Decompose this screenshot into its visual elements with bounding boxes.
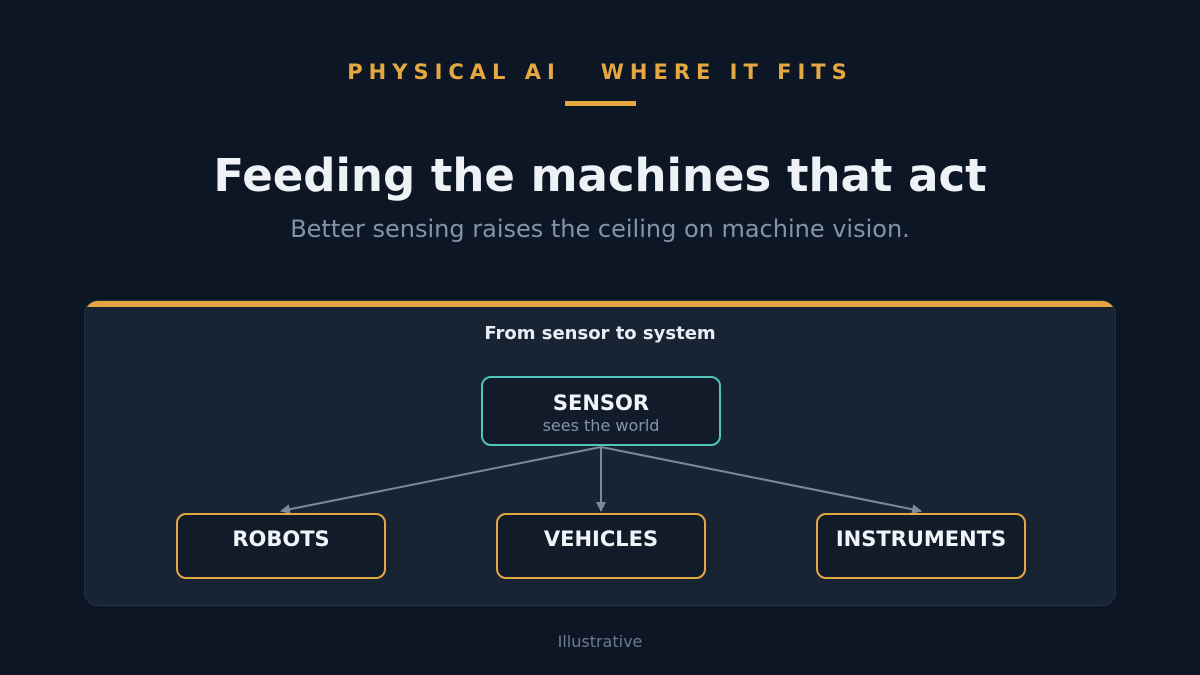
node-sensor-subtitle: sees the world xyxy=(542,416,660,435)
node-vehicles: VEHICLES xyxy=(496,513,706,579)
node-instruments: INSTRUMENTS xyxy=(816,513,1026,579)
page-title: Feeding the machines that act xyxy=(213,149,987,202)
node-sensor-title: SENSOR xyxy=(552,391,650,415)
node-robots: ROBOTS xyxy=(176,513,386,579)
node-robots-title: ROBOTS xyxy=(232,527,330,551)
connector-layer xyxy=(280,446,922,515)
kicker-topic: PHYSICAL AI xyxy=(347,60,561,84)
node-instruments-title: INSTRUMENTS xyxy=(835,527,1007,551)
kicker-underline xyxy=(565,101,636,106)
footer-note: Illustrative xyxy=(557,632,643,651)
connector-sensor-to-robots xyxy=(280,446,602,515)
panel-accent-bar xyxy=(85,301,1115,307)
connector-sensor-to-instruments xyxy=(600,446,922,515)
node-vehicles-title: VEHICLES xyxy=(543,527,659,551)
kicker-section: WHERE IT FITS xyxy=(600,60,853,84)
diagram-panel: From sensor to system SENSOR sees the wo… xyxy=(84,300,1116,606)
section-kicker: PHYSICAL AI WHERE IT FITS xyxy=(0,60,1200,84)
node-sensor: SENSOR sees the world xyxy=(481,376,721,446)
page-subtitle: Better sensing raises the ceiling on mac… xyxy=(290,215,910,243)
diagram-heading: From sensor to system xyxy=(484,323,716,344)
